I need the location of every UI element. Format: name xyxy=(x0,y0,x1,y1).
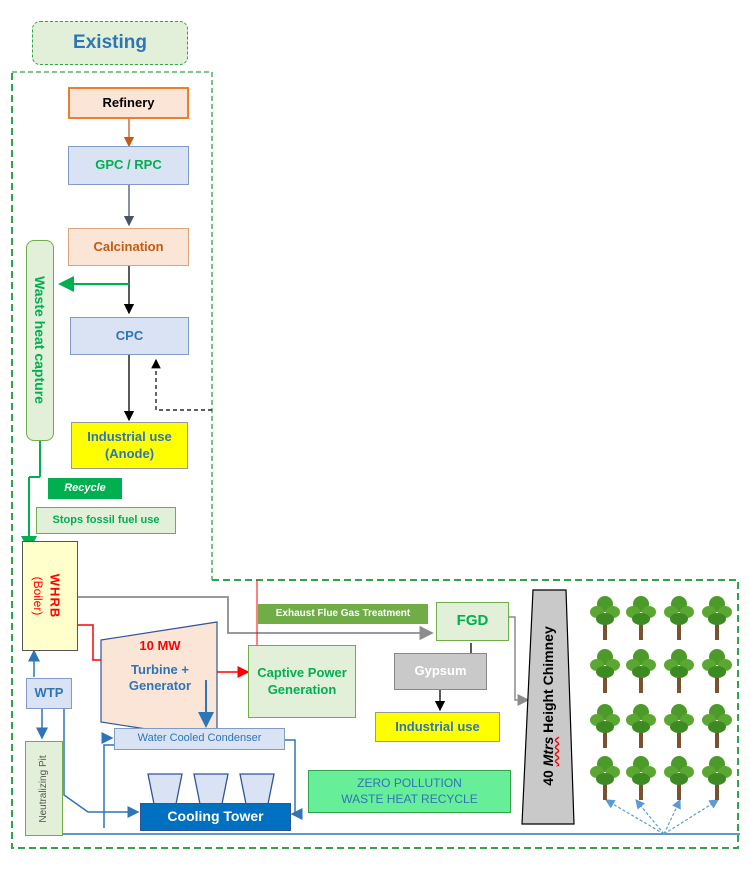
tree-icon xyxy=(700,700,734,750)
neutralizing-pit-box xyxy=(25,741,63,836)
chimney-unit: Mtrs xyxy=(540,736,556,767)
tree-icon xyxy=(624,700,658,750)
tree-icon xyxy=(700,645,734,695)
tree-icon xyxy=(624,752,658,802)
upper-region-border xyxy=(12,71,213,580)
industrial-anode-box: Industrial use (Anode) xyxy=(71,422,188,469)
zero-pollution-line2: WASTE HEAT RECYCLE xyxy=(341,791,478,806)
existing-title: Existing xyxy=(32,21,188,65)
tree-icon xyxy=(588,645,622,695)
tree-icon xyxy=(588,752,622,802)
stops-fossil-label: Stops fossil fuel use xyxy=(36,507,176,534)
wtp-box: WTP xyxy=(26,678,72,709)
lower-region-border xyxy=(11,72,739,849)
tree-icon xyxy=(588,700,622,750)
tree-icon xyxy=(700,592,734,642)
zero-pollution-line1: ZERO POLLUTION xyxy=(357,775,462,790)
cooling-cup-icon xyxy=(193,773,229,805)
cooling-tower-box: Cooling Tower xyxy=(140,803,291,831)
condenser-box: Water Cooled Condenser xyxy=(114,728,285,750)
waste-heat-capture-box xyxy=(26,240,54,441)
tree-icon xyxy=(662,752,696,802)
turbine-label: Turbine + Generator xyxy=(128,661,192,693)
tree-icon xyxy=(662,700,696,750)
neutralizing-pit-label: Neutralizing Pit xyxy=(38,755,49,823)
tree-icon xyxy=(662,645,696,695)
tree-icon xyxy=(700,752,734,802)
tree-icon xyxy=(624,645,658,695)
chimney-text: Height Chimney xyxy=(540,626,556,733)
calcination-box: Calcination xyxy=(68,228,189,266)
chimney-label: 40 Mtrs Height Chimney xyxy=(540,626,556,786)
chimney-shape xyxy=(521,589,575,825)
zero-pollution-box: ZERO POLLUTION WASTE HEAT RECYCLE xyxy=(308,770,511,813)
exhaust-label: Exhaust Flue Gas Treatment xyxy=(258,604,428,624)
waste-heat-capture-label: Waste heat capture xyxy=(32,276,48,404)
tree-icon xyxy=(624,592,658,642)
refinery-box: Refinery xyxy=(68,87,189,119)
gypsum-box: Gypsum xyxy=(394,653,487,690)
tree-icon xyxy=(662,592,696,642)
whrb-label: WHRB xyxy=(47,573,63,619)
recycle-label: Recycle xyxy=(48,478,122,499)
tree-icon xyxy=(588,592,622,642)
chimney-height: 40 xyxy=(540,770,556,786)
cooling-cup-icon xyxy=(239,773,275,805)
whrb-box xyxy=(22,541,78,651)
industrial-use-box: Industrial use xyxy=(375,712,500,742)
gpc-rpc-box: GPC / RPC xyxy=(68,146,189,185)
cpc-box: CPC xyxy=(70,317,189,355)
cooling-cup-icon xyxy=(147,773,183,805)
captive-power-box: Captive Power Generation xyxy=(248,645,356,718)
fgd-box: FGD xyxy=(436,602,509,641)
boiler-label: (Boiler) xyxy=(31,576,45,616)
turbine-mw-label: 10 MW xyxy=(139,637,181,653)
